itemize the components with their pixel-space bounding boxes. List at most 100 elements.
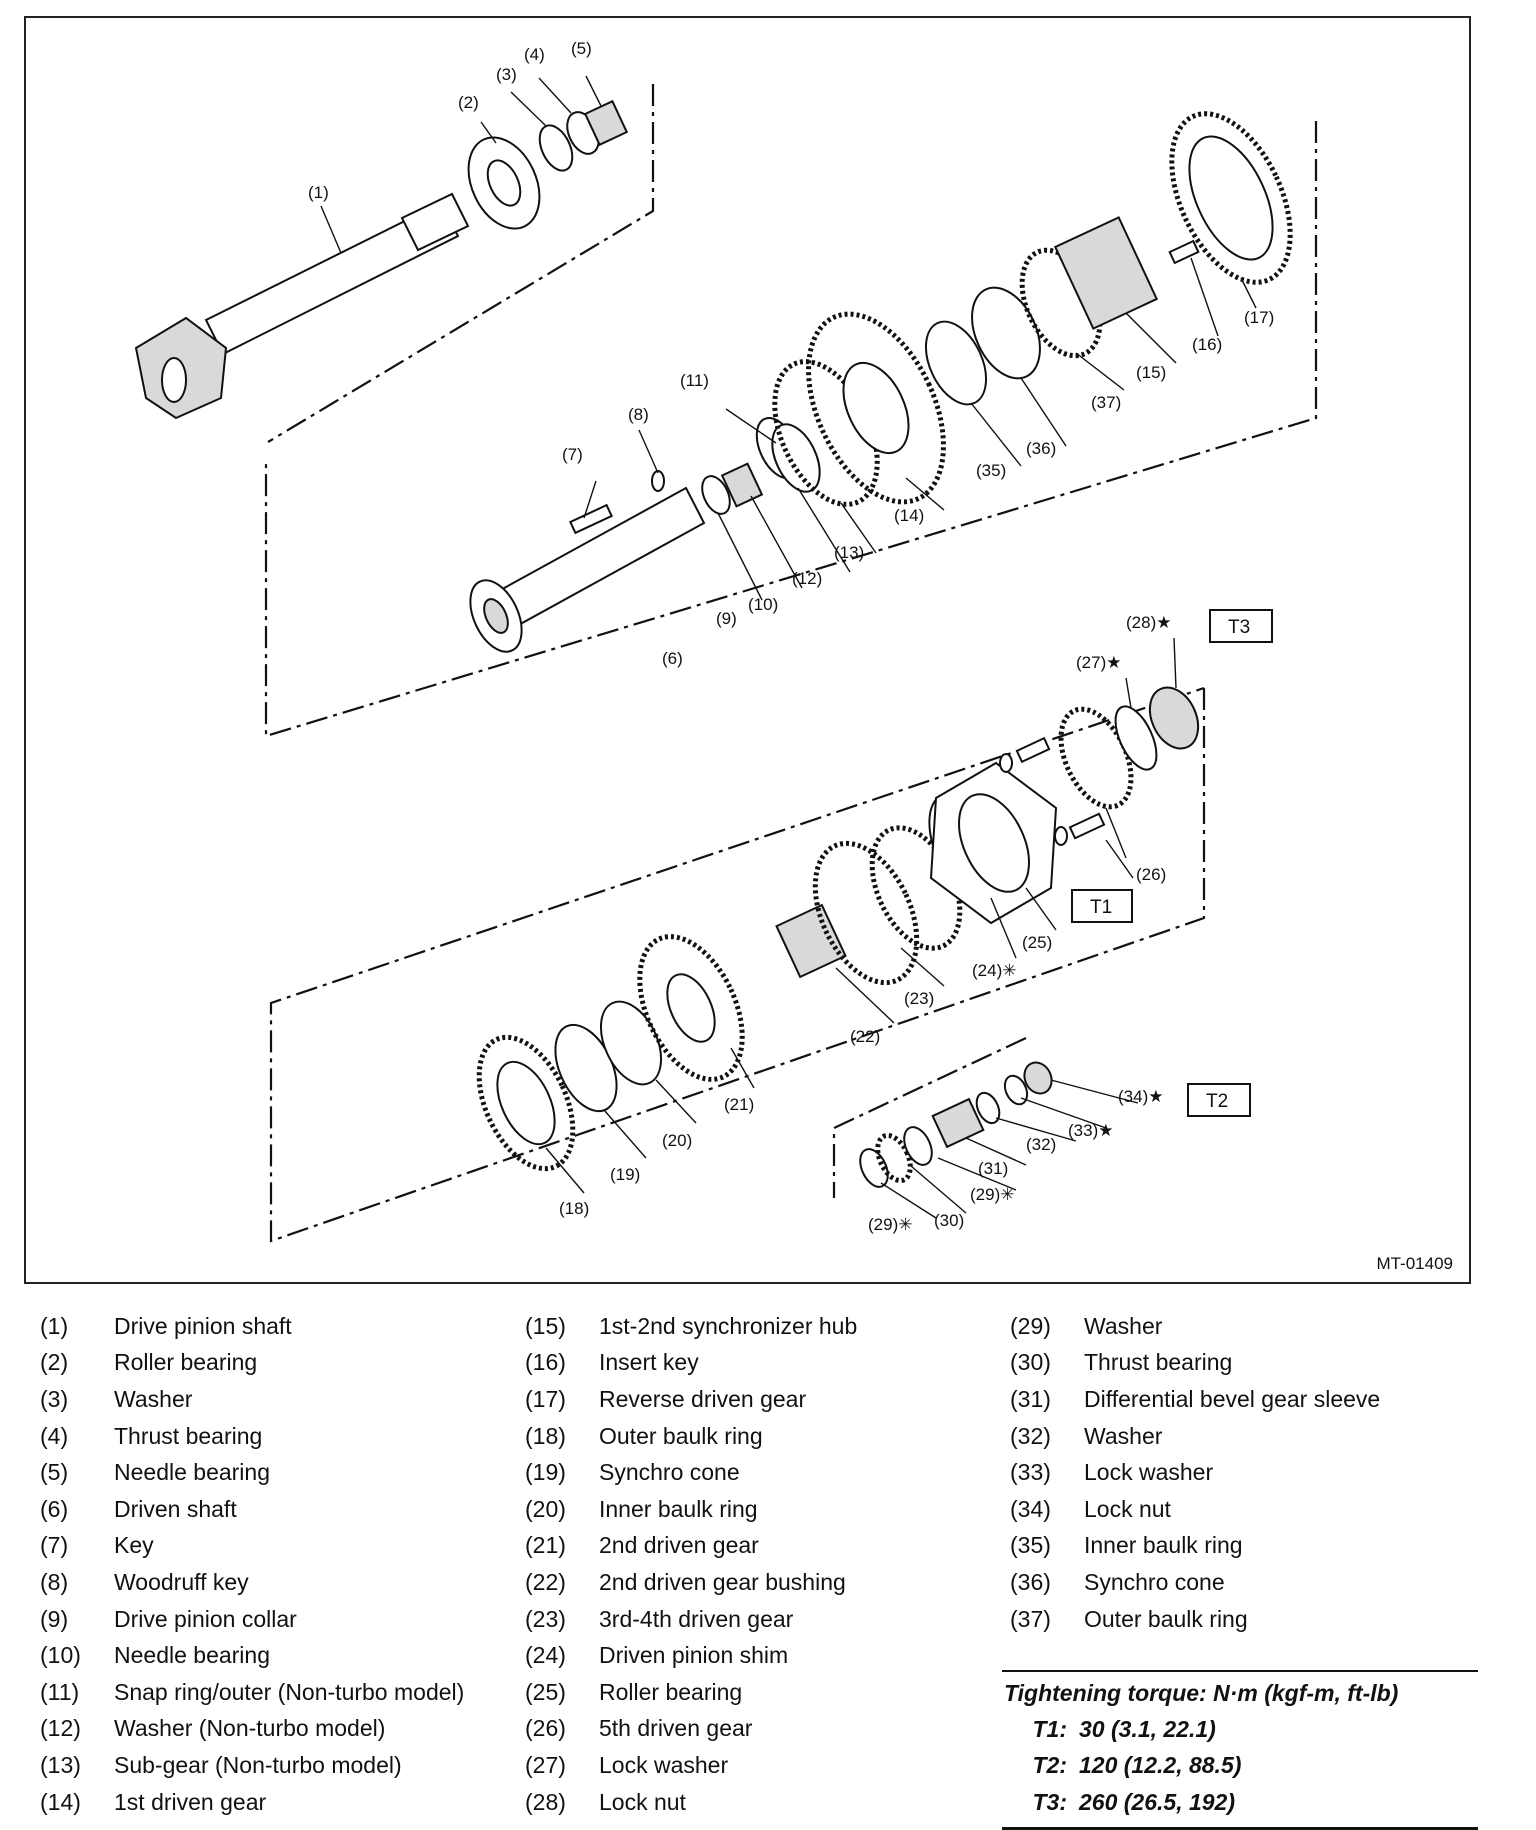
- legend-item: (37)Outer baulk ring: [1010, 1601, 1380, 1638]
- legend-item-name: Thrust bearing: [1084, 1349, 1233, 1376]
- torque-code: T2:: [1032, 1752, 1068, 1779]
- drive-pinion-shaft-drawing: [134, 192, 470, 420]
- legend-item-number: (12): [40, 1715, 81, 1742]
- legend-item-name: Key: [114, 1532, 154, 1559]
- callout-2: (2): [458, 93, 479, 112]
- insert-key-drawing: [1168, 239, 1200, 265]
- legend-item-number: (5): [40, 1459, 69, 1486]
- leader-lines: [320, 75, 1257, 1219]
- callout-1: (1): [308, 183, 329, 202]
- legend-item-number: (19): [525, 1459, 566, 1486]
- legend-item-number: (11): [40, 1678, 80, 1705]
- callout-37: (37): [1091, 393, 1121, 412]
- legend-item-name: Differential bevel gear sleeve: [1084, 1385, 1381, 1412]
- washer-32-drawing: [975, 1091, 1001, 1125]
- legend-item-name: Synchro cone: [1084, 1568, 1225, 1595]
- legend-item: (30) Thrust bearing: [1010, 1345, 1380, 1382]
- legend-item-name: Washer (Non-turbo model): [114, 1715, 386, 1742]
- callout-35: (35): [976, 461, 1006, 480]
- legend-item: (3) Washer: [40, 1381, 464, 1418]
- legend-item-number: (21): [525, 1532, 566, 1559]
- exploded-view-diagram: (1) (2) (3) (4) (5) (6) (7) (8) (9) (10)…: [134, 39, 1318, 1243]
- legend-item-number: (18): [525, 1422, 566, 1449]
- svg-text:T2: T2: [1206, 1091, 1228, 1112]
- legend-item-name: Lock washer: [1084, 1459, 1214, 1486]
- legend-item-number: (32): [1010, 1422, 1051, 1449]
- legend-item-name: Lock nut: [1084, 1495, 1171, 1522]
- second-driven-gear-drawing: [637, 934, 745, 1082]
- legend-item-number: (30): [1010, 1349, 1051, 1376]
- legend-item-number: (36): [1010, 1568, 1051, 1595]
- callout-10: (10): [748, 595, 778, 614]
- legend-item: (18)Outer baulk ring: [525, 1418, 857, 1455]
- legend-item: (1)Drive pinion shaft: [40, 1308, 464, 1345]
- legend-item-number: (23): [525, 1605, 566, 1632]
- legend-item-name: Thrust bearing: [114, 1422, 263, 1449]
- legend-item: (24)Driven pinion shim: [525, 1637, 857, 1674]
- legend-item-name: Driven shaft: [114, 1495, 237, 1522]
- assembly-outline-upper: [267, 84, 655, 443]
- legend-item-name: Roller bearing: [114, 1349, 258, 1376]
- legend-item-name: Lock nut: [599, 1788, 686, 1815]
- washer-29-inner-drawing: [903, 1126, 933, 1166]
- lock-nut-28-drawing: [1148, 686, 1200, 750]
- legend-item: (11)Snap ring/outer (Non-turbo model): [40, 1674, 464, 1711]
- legend-item: (2) Roller bearing: [40, 1345, 464, 1382]
- roller-bearing-25-drawing: [929, 761, 1058, 925]
- legend-item: (6)Driven shaft: [40, 1491, 464, 1528]
- callout-12: (12): [792, 569, 822, 588]
- assembly-outline-lower: [269, 686, 1206, 1243]
- callout-36: (36): [1026, 439, 1056, 458]
- legend-item-name: Sub-gear (Non-turbo model): [114, 1751, 402, 1778]
- legend-item-number: (24): [525, 1642, 566, 1669]
- legend-item-name: Reverse driven gear: [599, 1385, 807, 1412]
- assembly-outline-diff: [832, 1037, 1027, 1198]
- legend-item: (23) 3rd-4th driven gear: [525, 1601, 857, 1638]
- lock-washer-33-drawing: [1003, 1074, 1029, 1106]
- legend-item: (36) Synchro cone: [1010, 1564, 1380, 1601]
- legend-item-name: 3rd-4th driven gear: [599, 1605, 794, 1632]
- callout-13: (13): [834, 543, 864, 562]
- callout-8: (8): [628, 405, 649, 424]
- legend-item-number: (37): [1010, 1605, 1051, 1632]
- legend-item: (35)Inner baulk ring: [1010, 1528, 1380, 1565]
- diff-bevel-gear-sleeve-drawing: [931, 1097, 985, 1149]
- driven-shaft-drawing: [469, 470, 706, 653]
- legend-item: (17)Reverse driven gear: [525, 1381, 857, 1418]
- legend-item-number: (2): [40, 1349, 69, 1376]
- legend-item: (32)Washer: [1010, 1418, 1380, 1455]
- needle-bearing-10-drawing: [720, 462, 764, 508]
- legend-item-number: (4): [40, 1422, 69, 1449]
- legend-item: (19)Synchro cone: [525, 1454, 857, 1491]
- torque-row-t3: T3: 260 (26.5, 192): [1002, 1784, 1478, 1821]
- torque-code: T1:: [1032, 1715, 1068, 1742]
- callout-24: (24)✳: [972, 961, 1016, 980]
- legend-item: (21)2nd driven gear: [525, 1528, 857, 1565]
- callout-30: (30): [934, 1211, 964, 1230]
- roller-bearing-2-drawing: [467, 136, 541, 230]
- torque-label-t1: T1: [1071, 889, 1133, 923]
- torque-code: T3:: [1032, 1788, 1068, 1815]
- second-driven-gear-bushing-drawing: [775, 903, 847, 979]
- legend-item: (15)1st-2nd synchronizer hub: [525, 1308, 857, 1345]
- washer-29-outer-drawing: [859, 1148, 889, 1188]
- torque-row-t1: T1: 30 (3.1, 22.1): [1002, 1711, 1478, 1748]
- callout-18: (18): [559, 1199, 589, 1218]
- torque-value: 120 (12.2, 88.5): [1079, 1752, 1242, 1779]
- legend-item: (13)Sub-gear (Non-turbo model): [40, 1747, 464, 1784]
- lock-washer-27-drawing: [1114, 705, 1158, 771]
- legend-item-number: (3): [40, 1385, 69, 1412]
- callout-32: (32): [1026, 1135, 1056, 1154]
- figure-code: MT-01409: [1376, 1254, 1453, 1273]
- callout-20: (20): [662, 1131, 692, 1150]
- legend-item-number: (34): [1010, 1495, 1051, 1522]
- legend-item-number: (15): [525, 1312, 566, 1339]
- legend-item-number: (22): [525, 1568, 566, 1595]
- legend-item-number: (8): [40, 1568, 69, 1595]
- legend-item-name: Woodruff key: [114, 1568, 249, 1595]
- legend-item: (31)Differential bevel gear sleeve: [1010, 1381, 1380, 1418]
- legend-item-name: Washer: [1084, 1312, 1163, 1339]
- callout-6: (6): [662, 649, 683, 668]
- legend-item-name: Washer: [114, 1385, 193, 1412]
- callout-25: (25): [1022, 933, 1052, 952]
